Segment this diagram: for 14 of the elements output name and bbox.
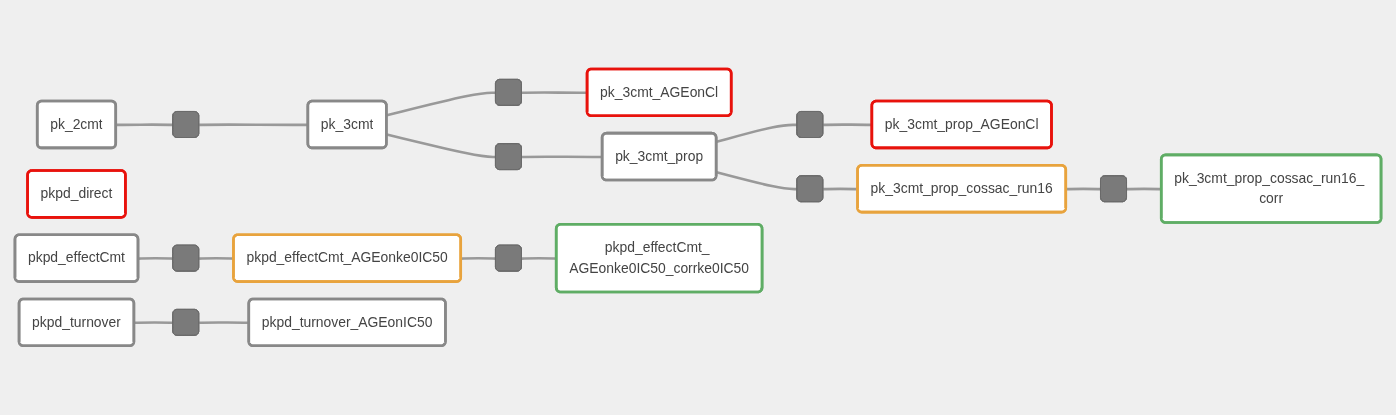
- connector: [386, 133, 496, 159]
- connector: [199, 257, 234, 260]
- connector: [116, 123, 174, 127]
- connector: [134, 321, 174, 325]
- connector: [386, 91, 496, 117]
- connector: [521, 91, 588, 95]
- connector: [521, 155, 603, 159]
- connector: [716, 171, 798, 191]
- connector: [461, 257, 496, 260]
- connector: [521, 257, 557, 260]
- connector: [138, 257, 174, 260]
- connector: [716, 123, 798, 144]
- connector: [1066, 187, 1101, 191]
- connector: [1126, 187, 1162, 191]
